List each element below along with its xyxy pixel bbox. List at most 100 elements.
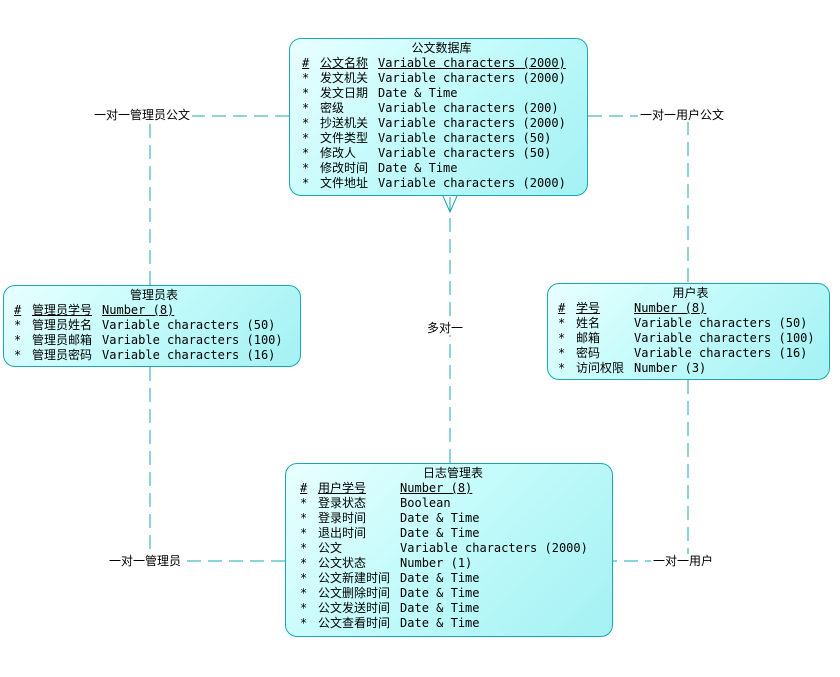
label-user-log: 一对一用户 xyxy=(651,554,716,568)
attribute-name: 发文机关 xyxy=(320,71,369,85)
attribute-name: 修改时间 xyxy=(320,161,369,175)
attribute-type: Variable characters (2000) xyxy=(378,56,566,70)
attribute-type: Number (3) xyxy=(634,361,707,375)
attribute-row: * 邮箱 Variable characters (100) xyxy=(558,331,815,346)
attribute-row: # 管理员学号 Number (8) xyxy=(14,303,283,318)
attribute-marker: # xyxy=(302,56,310,70)
attribute-marker: * xyxy=(302,101,310,115)
attribute-row: # 用户学号 Number (8) xyxy=(300,481,588,496)
attribute-type: Variable characters (50) xyxy=(378,146,552,160)
attribute-name: 公文新建时间 xyxy=(318,571,391,585)
attribute-row: * 修改人 Variable characters (50) xyxy=(302,146,566,161)
attribute-marker: * xyxy=(558,361,566,375)
attribute-type: Date & Time xyxy=(378,86,458,100)
attribute-name: 修改人 xyxy=(320,146,357,160)
entity-title: 公文数据库 xyxy=(411,41,472,55)
attribute-marker: * xyxy=(300,541,308,555)
attribute-row: * 文件类型 Variable characters (50) xyxy=(302,131,566,146)
attribute-type: Variable characters (2000) xyxy=(378,71,566,85)
attribute-marker: * xyxy=(300,556,308,570)
attribute-name: 密码 xyxy=(576,346,601,360)
attribute-marker: * xyxy=(302,86,310,100)
attribute-marker: * xyxy=(302,146,310,160)
attribute-row: * 密码 Variable characters (16) xyxy=(558,346,815,361)
link-admin-log[interactable] xyxy=(149,367,285,562)
attribute-marker: * xyxy=(558,331,566,345)
link-user-doc[interactable] xyxy=(588,115,689,283)
attribute-type: Number (8) xyxy=(400,481,473,495)
attribute-name: 文件地址 xyxy=(320,176,369,190)
attribute-name: 抄送机关 xyxy=(320,116,369,130)
attribute-marker: * xyxy=(14,333,22,347)
attribute-type: Variable characters (16) xyxy=(634,346,808,360)
attribute-name: 登录状态 xyxy=(318,496,367,510)
link-admin-doc[interactable] xyxy=(149,115,289,285)
attribute-marker: * xyxy=(300,586,308,600)
attribute-type: Number (8) xyxy=(634,301,707,315)
attribute-type: Variable characters (2000) xyxy=(378,176,566,190)
attribute-marker: * xyxy=(300,571,308,585)
attribute-name: 访问权限 xyxy=(576,361,625,375)
attribute-type: Variable characters (50) xyxy=(634,316,808,330)
attribute-type: Number (1) xyxy=(400,556,473,570)
attribute-name: 公文状态 xyxy=(318,556,367,570)
attribute-type: Variable characters (200) xyxy=(378,101,559,115)
attribute-row: * 管理员邮箱 Variable characters (100) xyxy=(14,333,283,348)
attribute-marker: * xyxy=(302,71,310,85)
attribute-marker: * xyxy=(300,496,308,510)
attribute-name: 管理员学号 xyxy=(32,303,93,317)
attribute-row: * 公文状态 Number (1) xyxy=(300,556,588,571)
attribute-type: Variable characters (100) xyxy=(634,331,815,345)
attribute-type: Date & Time xyxy=(400,511,480,525)
attribute-name: 管理员邮箱 xyxy=(32,333,93,347)
attribute-marker: # xyxy=(558,301,566,315)
attribute-marker: * xyxy=(302,161,310,175)
label-admin-doc: 一对一管理员公文 xyxy=(92,108,193,122)
attribute-name: 用户学号 xyxy=(318,481,367,495)
attribute-marker: * xyxy=(558,346,566,360)
attribute-type: Variable characters (50) xyxy=(378,131,552,145)
attribute-marker: # xyxy=(300,481,308,495)
attribute-name: 管理员姓名 xyxy=(32,318,93,332)
label-log-doc: 多对一 xyxy=(425,321,466,335)
attribute-row: * 修改时间 Date & Time xyxy=(302,161,566,176)
label-user-doc: 一对一用户公文 xyxy=(638,108,727,122)
attribute-marker: * xyxy=(300,616,308,630)
attribute-type: Number (8) xyxy=(102,303,175,317)
attribute-name: 退出时间 xyxy=(318,526,367,540)
attribute-type: Date & Time xyxy=(378,161,458,175)
attribute-type: Date & Time xyxy=(400,571,480,585)
attribute-marker: * xyxy=(558,316,566,330)
entity-title: 用户表 xyxy=(672,286,709,300)
attribute-marker: * xyxy=(302,116,310,130)
attribute-marker: # xyxy=(14,303,22,317)
attribute-name: 公文发送时间 xyxy=(318,601,391,615)
attribute-name: 管理员密码 xyxy=(32,348,93,362)
link-user-log[interactable] xyxy=(613,380,689,562)
attribute-type: Variable characters (50) xyxy=(102,318,276,332)
attribute-type: Date & Time xyxy=(400,601,480,615)
attribute-name: 公文 xyxy=(318,541,343,555)
attribute-type: Date & Time xyxy=(400,586,480,600)
attribute-row: * 发文机关 Variable characters (2000) xyxy=(302,71,566,86)
attribute-marker: * xyxy=(14,348,22,362)
attribute-marker: * xyxy=(302,131,310,145)
attribute-name: 文件类型 xyxy=(320,131,369,145)
attribute-marker: * xyxy=(300,601,308,615)
attribute-type: Variable characters (100) xyxy=(102,333,283,347)
attribute-name: 邮箱 xyxy=(576,331,601,345)
attribute-name: 登录时间 xyxy=(318,511,367,525)
